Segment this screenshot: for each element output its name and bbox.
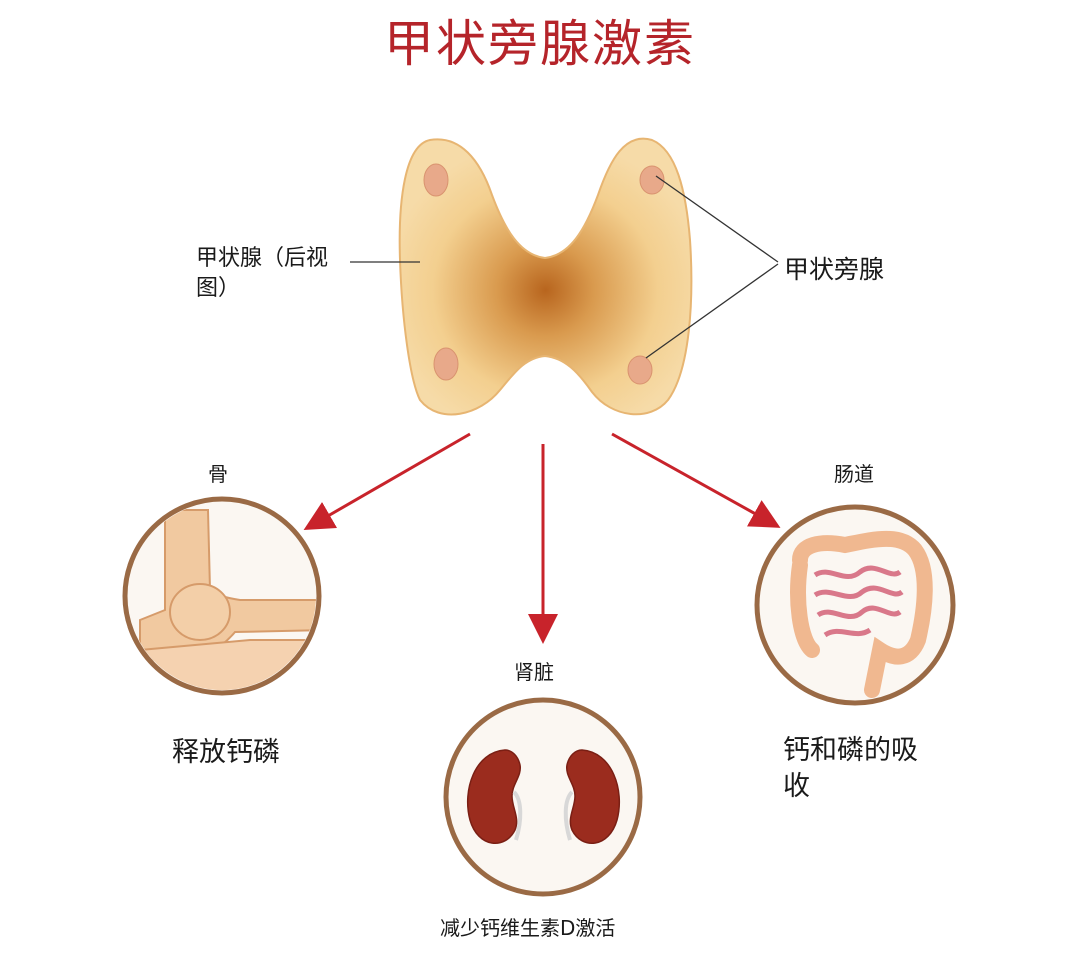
parathyroid-dot-lower-right — [627, 355, 653, 385]
bone-illustration — [122, 496, 322, 696]
intestine-effect-text: 钙和磷的吸收 — [783, 735, 918, 802]
parathyroid-dot-upper-right — [639, 165, 665, 195]
kidney-label: 肾脏 — [514, 660, 554, 684]
arrow-to-bone — [303, 432, 471, 530]
kidney-illustration — [443, 697, 643, 897]
intestine-label: 肠道 — [834, 462, 874, 486]
pointer-lines — [350, 175, 779, 359]
parathyroid-label: 甲状旁腺 — [784, 255, 885, 284]
thyroid-gland — [398, 137, 693, 416]
thyroid-label: 甲状腺（后视图） — [196, 246, 329, 301]
kidney-right — [566, 749, 621, 845]
kidney-left — [466, 749, 521, 845]
arrow-to-intestine — [611, 432, 781, 528]
parathyroid-dot-upper-left — [423, 163, 449, 197]
kidney-effect-text: 减少钙维生素D激活 — [440, 916, 616, 940]
parathyroid-glands — [423, 163, 665, 385]
bone-label: 骨 — [208, 462, 228, 486]
intestine-illustration — [754, 504, 956, 706]
parathyroid-dot-lower-left — [433, 347, 459, 381]
page-title: 甲状旁腺激素 — [384, 15, 696, 73]
bone-effect-text: 释放钙磷 — [172, 737, 280, 768]
arrows — [303, 432, 781, 644]
